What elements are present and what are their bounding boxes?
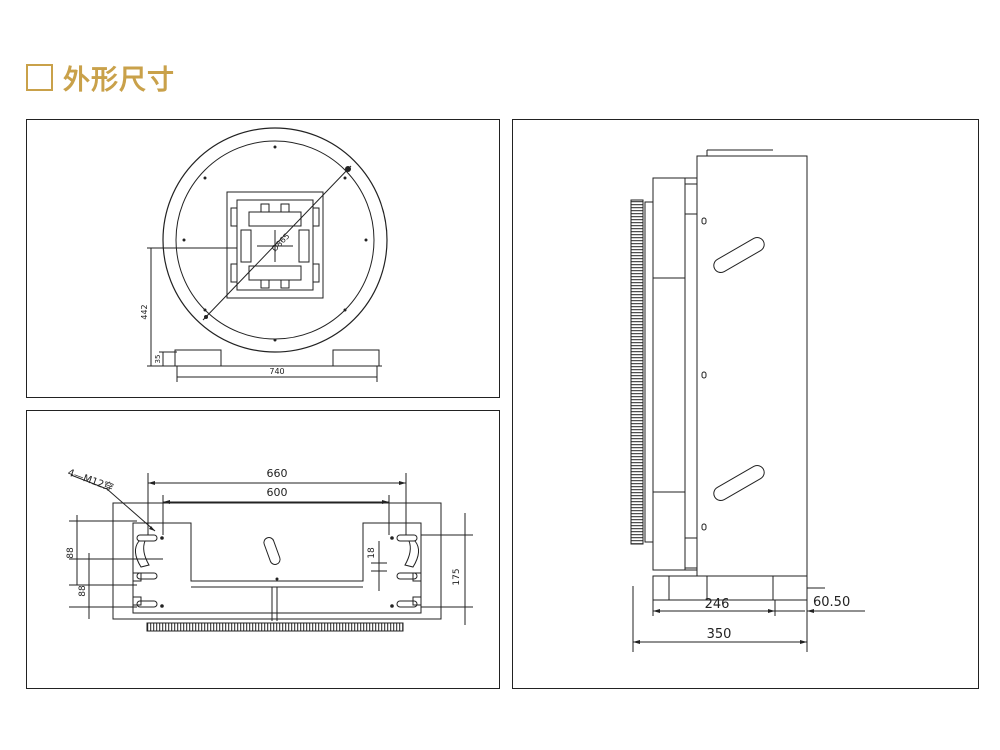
dim-base: 35 [154,355,162,364]
dim-175: 175 [452,568,462,585]
diameter-line [202,165,352,321]
body-outline [132,522,422,614]
serrated-wheel [146,622,404,632]
dim-660: 660 [267,467,288,480]
front-view-drawing: Ø865 442 35 740 [140,127,388,382]
dim-6050: 60.50 [813,595,850,610]
dim-88a: 88 [66,547,76,559]
middle-column [652,177,698,571]
section-header: 外形尺寸 [26,60,175,96]
main-housing [696,155,808,577]
dim-246: 246 [705,597,730,612]
center-frame-inner [236,199,314,291]
side-base [652,575,808,601]
side-view-panel: 246 60.50 350 [512,119,979,689]
dim-height: 442 [140,304,149,319]
section-title: 外形尺寸 [63,64,175,96]
base-left [174,349,222,367]
dim-diameter: Ø865 [269,231,291,253]
header-square-icon [26,63,53,91]
dim-88b: 88 [78,585,88,597]
outer-ring [162,127,388,353]
center-frame [226,191,324,299]
bottom-view-panel: 4—M12穿 660 600 88 88 18 175 [26,410,500,689]
dim-600: 600 [267,486,288,499]
dim-350: 350 [707,627,732,642]
front-view-panel: Ø865 442 35 740 [26,119,500,398]
dim-18: 18 [367,547,377,559]
dim-width: 740 [269,367,284,376]
base-right [332,349,380,367]
bottom-view-drawing: 4—M12穿 660 600 88 88 18 175 [66,466,473,632]
side-serrated-wheel [630,199,644,545]
hole-note: 4—M12穿 [66,466,115,495]
side-view-drawing: 246 60.50 350 [630,149,865,652]
